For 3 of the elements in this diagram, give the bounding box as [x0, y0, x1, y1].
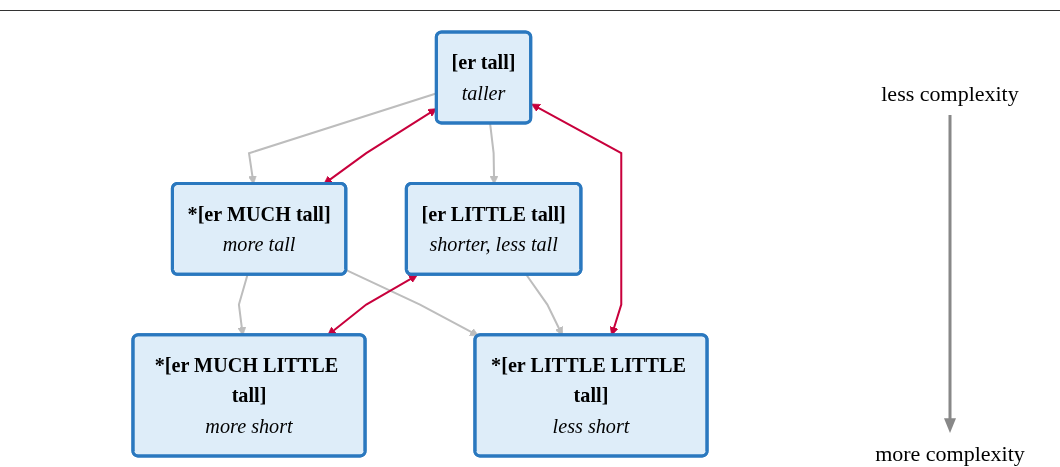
axis-label: more complexity	[875, 441, 1025, 467]
arrow	[345, 269, 479, 337]
axis-label: less complexity	[881, 81, 1019, 107]
